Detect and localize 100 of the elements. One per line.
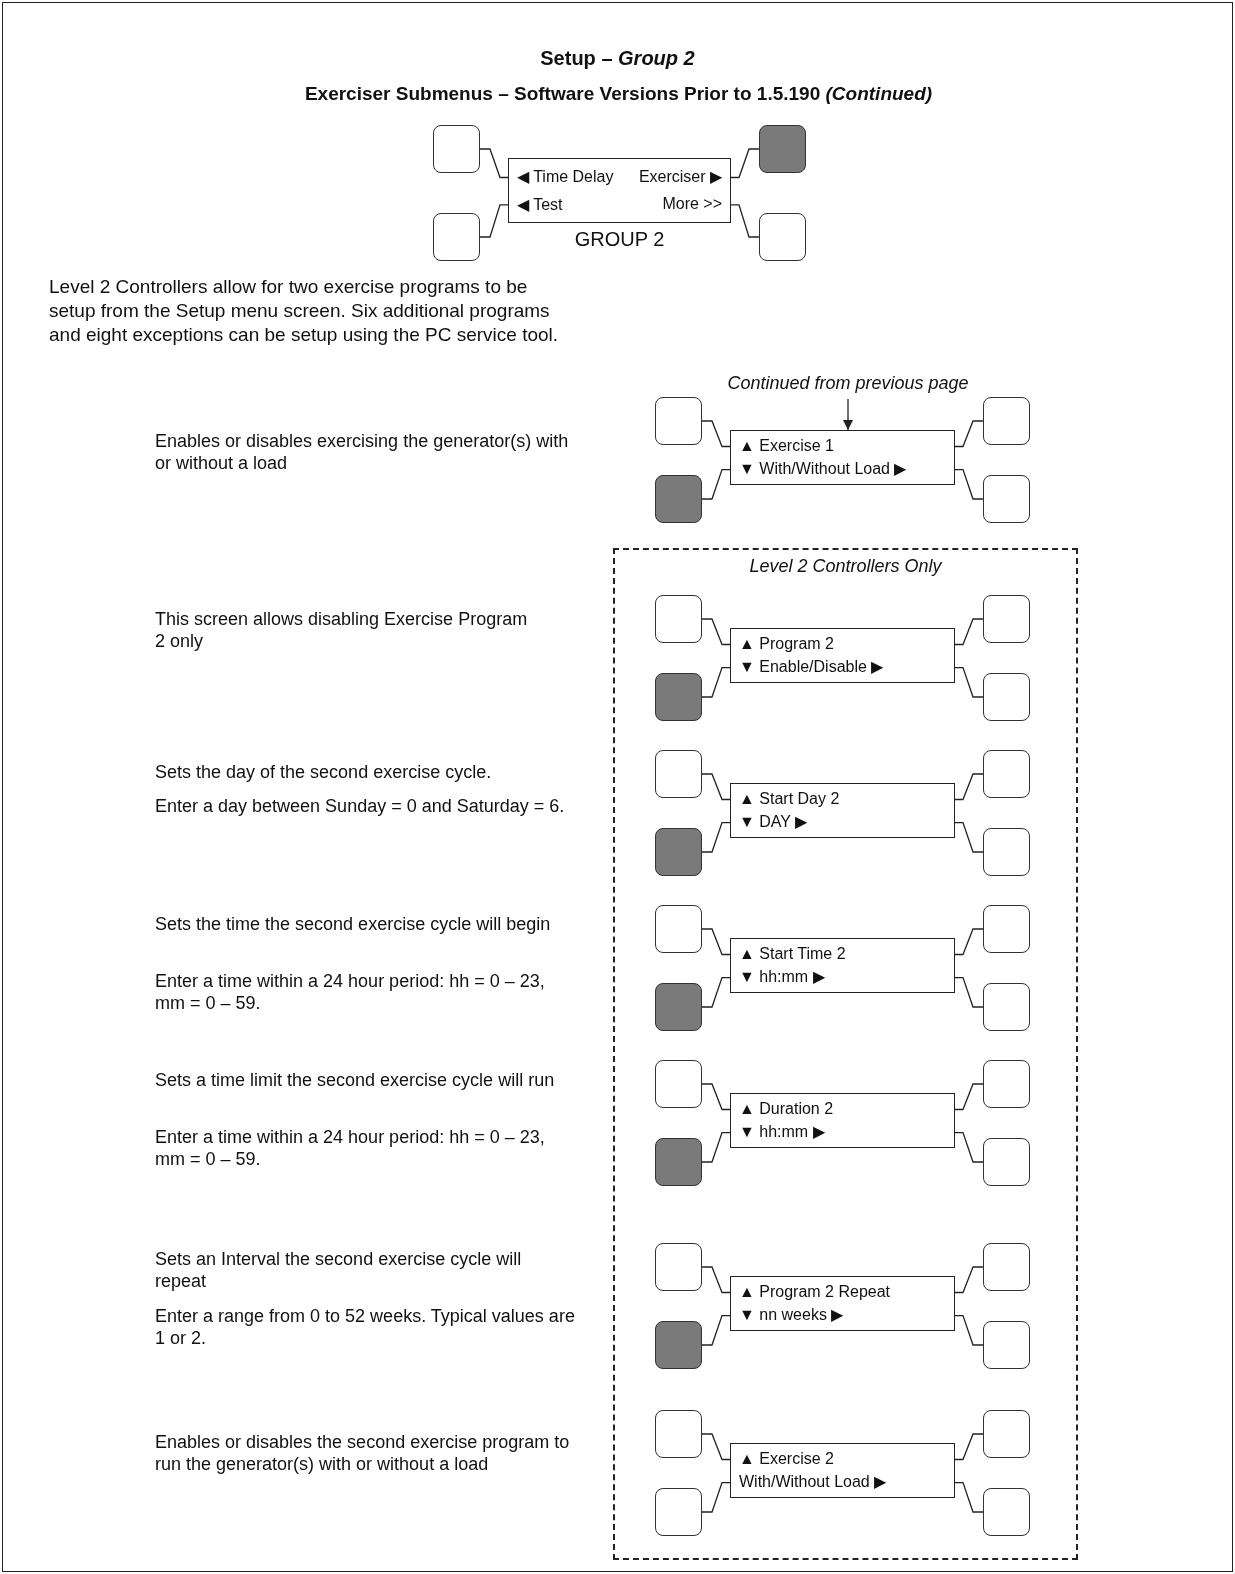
soft-key [983, 905, 1030, 953]
display-text: ▼ With/Without Load ▶ [739, 459, 907, 478]
soft-key [655, 397, 702, 445]
note-text: Continued from previous page [693, 373, 1003, 397]
display-text: ▼ hh:mm ▶ [739, 1122, 825, 1141]
soft-key [983, 1410, 1030, 1458]
soft-key [655, 1321, 702, 1369]
display-text: ▲ Exercise 1 [739, 437, 834, 455]
soft-key [655, 750, 702, 798]
soft-key [655, 475, 702, 523]
soft-key [655, 595, 702, 643]
display-text: ◀ Time Delay [517, 167, 614, 187]
display-screen [730, 938, 955, 993]
description-text: Enables or disables the second exercise program to run the generator(s) with or without a load [155, 1431, 571, 1475]
display-text: More >> [662, 194, 722, 214]
leader-line [701, 1433, 731, 1461]
leader-line [701, 420, 731, 448]
leader-line [701, 976, 731, 1008]
soft-key [983, 1060, 1030, 1108]
soft-key [983, 397, 1030, 445]
leader-line [479, 204, 509, 238]
leader-line [954, 821, 984, 853]
description-text: Level 2 Controllers allow for two exercise programs to be setup from the Setup menu screen. Six additional programs and eight exceptions can be setup using the PC service tool. [49, 275, 560, 347]
display-text: ▲ Exercise 2 [739, 1450, 834, 1468]
leader-line [701, 666, 731, 698]
screen-caption: GROUP 2 [573, 228, 666, 251]
description-text: Enter a range from 0 to 52 weeks. Typical values are 1 or 2. [155, 1305, 575, 1349]
leader-line [954, 928, 984, 956]
display-text: ▲ Start Day 2 [739, 790, 840, 808]
leader-line [701, 773, 731, 801]
description-text: Sets the time the second exercise cycle will begin [155, 913, 552, 935]
description-text: Enter a time within a 24 hour period: hh = 0 – 23, mm = 0 – 59. [155, 970, 546, 1014]
leader-line [954, 1433, 984, 1461]
soft-key [983, 673, 1030, 721]
soft-key [983, 1138, 1030, 1186]
soft-key [655, 1488, 702, 1536]
display-text: Exerciser ▶ [638, 167, 722, 187]
display-text: ▼ DAY ▶ [739, 812, 808, 831]
soft-key [655, 983, 702, 1031]
soft-key [655, 673, 702, 721]
description-text: Enables or disables exercising the generator(s) with or without a load [155, 430, 570, 474]
leader-line [954, 420, 984, 448]
display-screen [730, 783, 955, 838]
display-text: ▲ Program 2 Repeat [739, 1283, 890, 1301]
soft-key [655, 1410, 702, 1458]
soft-key [759, 125, 806, 173]
soft-key [983, 1488, 1030, 1536]
soft-key [983, 1243, 1030, 1291]
leader-line [701, 821, 731, 853]
display-screen [730, 1093, 955, 1148]
leader-line [730, 204, 760, 238]
display-screen [508, 158, 731, 223]
display-text: With/Without Load ▶ [739, 1472, 887, 1491]
description-text: Enter a time within a 24 hour period: hh = 0 – 23, mm = 0 – 59. [155, 1126, 546, 1170]
description-text: Sets a time limit the second exercise cycle will run [155, 1069, 556, 1091]
leader-line [701, 1314, 731, 1346]
soft-key [983, 750, 1030, 798]
leader-line [954, 468, 984, 500]
leader-line [954, 1131, 984, 1163]
display-text: ▲ Start Time 2 [739, 945, 846, 963]
leader-line [479, 148, 509, 179]
leader-line [701, 1266, 731, 1294]
soft-key [759, 213, 806, 261]
leader-line [701, 1131, 731, 1163]
leader-line [701, 618, 731, 646]
group-label: Level 2 Controllers Only [748, 556, 943, 577]
description-text: Sets an Interval the second exercise cycle will repeat [155, 1248, 523, 1292]
description-text: This screen allows disabling Exercise Program 2 only [155, 608, 529, 652]
leader-line [954, 976, 984, 1008]
leader-line [954, 1083, 984, 1111]
leader-line [701, 1083, 731, 1111]
description-text: Sets the day of the second exercise cycle. [155, 761, 493, 783]
leader-line [954, 618, 984, 646]
subtitle: Exerciser Submenus – Software Versions Prior to 1.5.190 (Continued) [303, 83, 934, 105]
dashed-group-box [613, 548, 1078, 1560]
description-text: Enter a day between Sunday = 0 and Saturday = 6. [155, 795, 566, 817]
display-screen [730, 1443, 955, 1498]
leader-line [954, 773, 984, 801]
soft-key [983, 1321, 1030, 1369]
display-text: ▲ Program 2 [739, 635, 834, 653]
soft-key [433, 213, 480, 261]
leader-line [701, 468, 731, 500]
leader-line [954, 1266, 984, 1294]
soft-key [983, 595, 1030, 643]
display-screen [730, 1276, 955, 1331]
display-text: ▼ nn weeks ▶ [739, 1305, 844, 1324]
soft-key [655, 1060, 702, 1108]
display-text: ▼ hh:mm ▶ [739, 967, 825, 986]
soft-key [655, 1138, 702, 1186]
display-text: ◀ Test [517, 194, 563, 214]
leader-line [730, 148, 760, 179]
leader-line [954, 666, 984, 698]
soft-key [433, 125, 480, 173]
soft-key [983, 983, 1030, 1031]
display-screen [730, 430, 955, 485]
soft-key [655, 1243, 702, 1291]
leader-line [701, 928, 731, 956]
soft-key [983, 828, 1030, 876]
leader-line [701, 1481, 731, 1513]
soft-key [655, 905, 702, 953]
